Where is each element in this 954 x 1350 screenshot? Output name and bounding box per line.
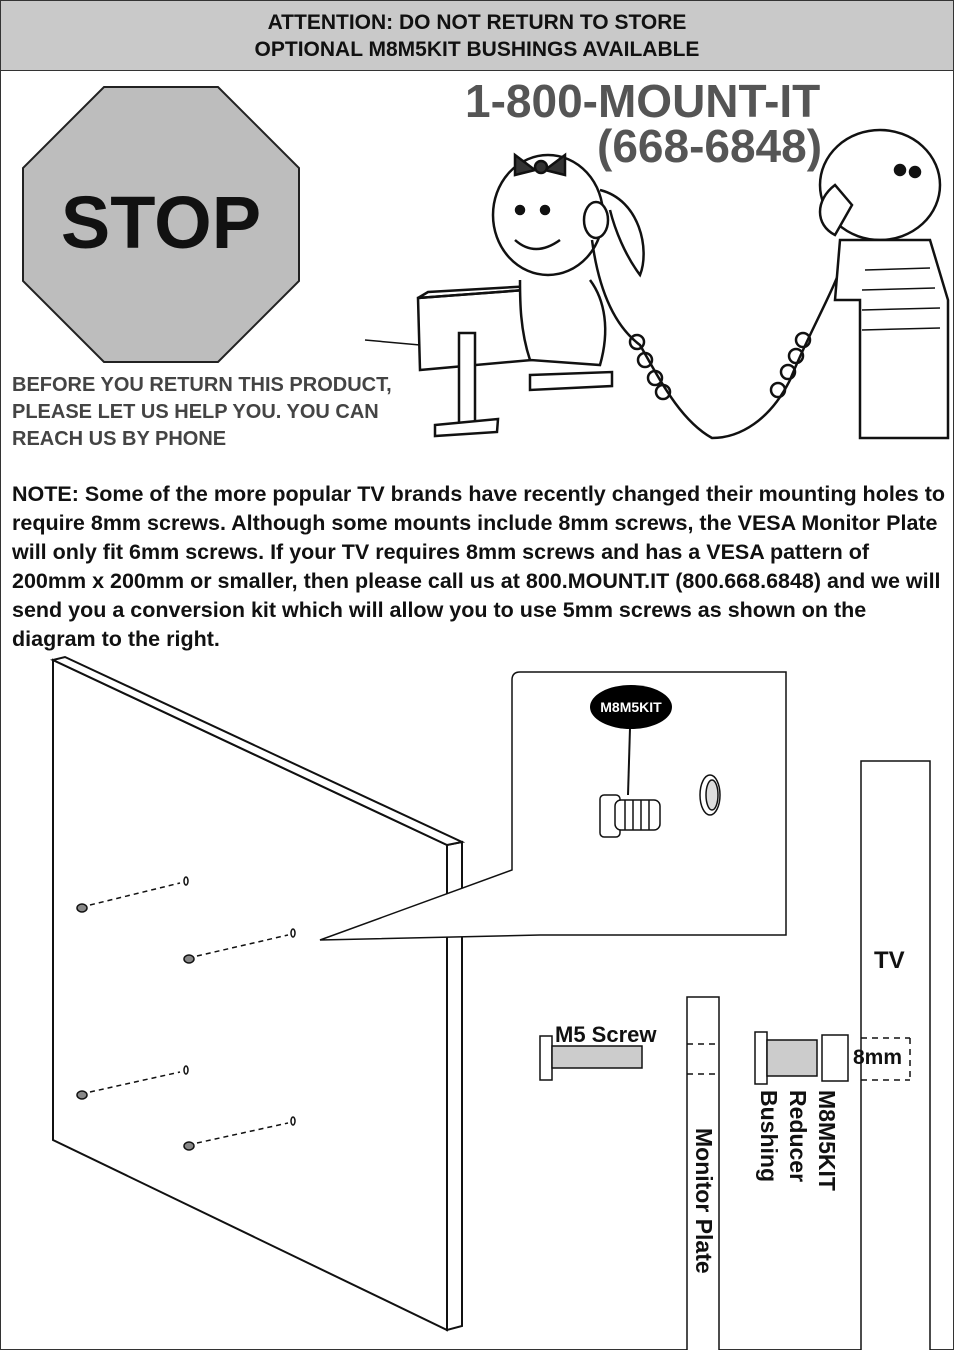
- banner-line-2: OPTIONAL M8M5KIT BUSHINGS AVAILABLE: [254, 38, 700, 61]
- size-label: 8mm: [853, 1046, 903, 1069]
- bushing-label-line-3: Bushing: [756, 1090, 782, 1182]
- screw-top-left: [76, 876, 189, 913]
- note-paragraph: NOTE: Some of the more popular TV brands…: [12, 482, 945, 651]
- phone-number-words: 1-800-MOUNT-IT: [465, 75, 821, 127]
- m5-screw-drawing: [539, 1035, 643, 1081]
- stop-sign-octagon: [22, 86, 300, 363]
- phone-number-digits: (668-6848): [597, 120, 823, 172]
- bushing-label-line-1: M8M5KIT: [814, 1090, 840, 1191]
- screw-top-right: [183, 928, 296, 964]
- m5-screw-label: M5 Screw: [555, 1022, 657, 1047]
- bushing-label-line-2: Reducer: [785, 1090, 811, 1183]
- banner-line-1: ATTENTION: DO NOT RETURN TO STORE: [267, 11, 687, 34]
- stop-sign-text: STOP: [60, 181, 262, 264]
- m8m5kit-badge: M8M5KIT: [590, 685, 672, 729]
- reducer-bushing-drawing: [754, 1031, 849, 1085]
- monitor-plate-label: Monitor Plate: [691, 1128, 717, 1274]
- tv-panel-face: [52, 658, 448, 1332]
- cross-section-diagram: [539, 760, 931, 1350]
- tv-panel-drawing: [50, 655, 466, 1332]
- tv-screw-set: [76, 876, 296, 1151]
- screw-bottom-left: [76, 1065, 189, 1100]
- monitor-plate-cross-section: [686, 996, 720, 1350]
- attention-banner: ATTENTION: DO NOT RETURN TO STORE OPTION…: [1, 1, 953, 71]
- badge-leader-line: [627, 727, 631, 796]
- screw-bottom-right: [183, 1116, 296, 1151]
- tv-label: TV: [874, 947, 905, 974]
- phone-support-illustration: [364, 128, 950, 440]
- tv-cross-section: [860, 760, 931, 1350]
- bushing-closeup: [599, 774, 721, 838]
- before-return-text: BEFORE YOU RETURN THIS PRODUCT, PLEASE L…: [12, 374, 392, 450]
- zoom-callout: [319, 671, 787, 941]
